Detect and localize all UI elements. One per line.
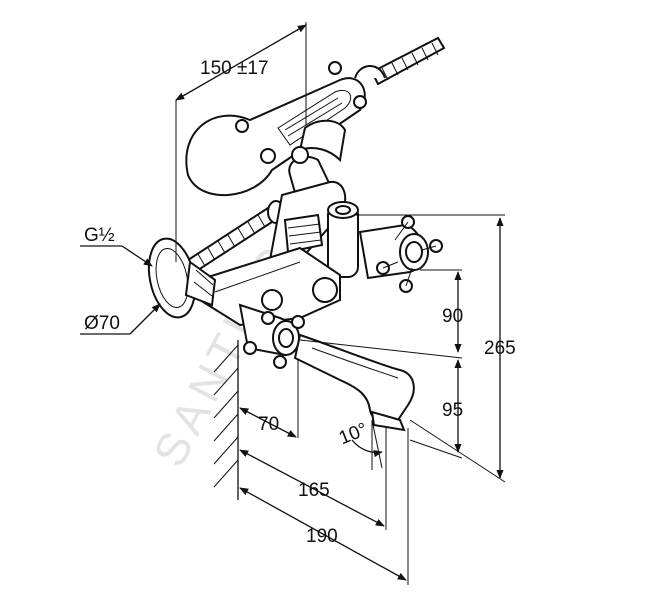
dim-upper-height-label: 90	[442, 306, 463, 327]
bath-spout	[293, 333, 415, 432]
dim-vertical-group	[299, 214, 506, 483]
dim-rosette	[80, 303, 161, 335]
wall-rosette	[147, 237, 217, 319]
dim-thread-label: G½	[84, 225, 115, 246]
valve-body	[268, 180, 359, 278]
dim-spout-height-label: 95	[442, 400, 463, 421]
dim-spout-angle-label: 10°	[336, 419, 371, 449]
dim-total-height-label: 265	[484, 338, 516, 359]
dim-hose-spread-label: 150 ±17	[200, 58, 269, 79]
hand-shower	[185, 61, 367, 196]
right-cross-handle	[358, 215, 443, 293]
dim-spout-angle	[351, 419, 383, 470]
dim-horizontal-group	[239, 360, 409, 585]
dim-total-depth-label: 190	[306, 526, 338, 547]
wall-hatching	[213, 340, 239, 500]
dim-hose-spread	[175, 22, 307, 262]
dim-spout-reach-label: 165	[298, 480, 330, 501]
mixer-body	[198, 246, 341, 327]
shower-hose-top	[354, 36, 446, 86]
dim-rosette-label: Ø70	[84, 313, 120, 334]
dim-thread	[80, 245, 153, 267]
left-cross-handle	[238, 303, 305, 369]
dim-wall-to-valve-label: 70	[258, 414, 279, 435]
